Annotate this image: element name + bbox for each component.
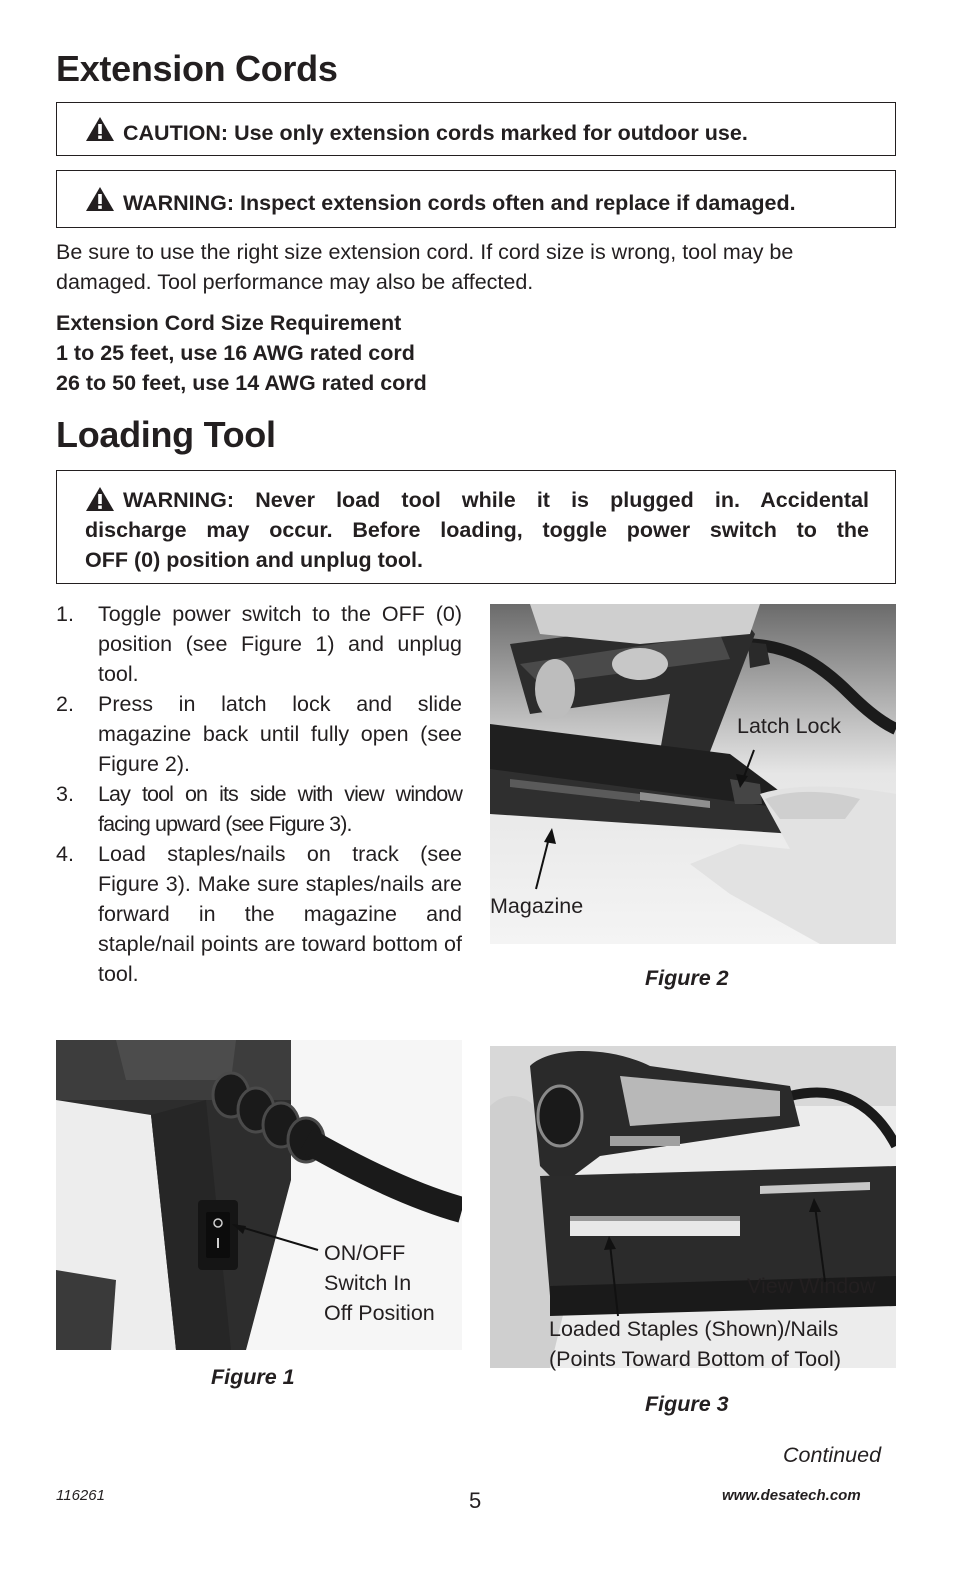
loading-warning-line: WARNING: Never load tool while it is plu…	[85, 485, 869, 515]
step-text: Lay tool on its side with view window fa…	[98, 782, 463, 836]
loaded-staples-label-line-2: (Points Toward Bottom of Tool)	[549, 1347, 841, 1371]
size-requirement-row: 1 to 25 feet, use 16 AWG rated cord	[56, 341, 415, 365]
step-number: 2.	[56, 692, 74, 716]
loading-warning: WARNING: Never load tool while it is plu…	[85, 485, 869, 575]
doc-number: 116261	[56, 1487, 105, 1504]
figure-3-photo	[490, 1046, 896, 1368]
warning-text-cords: WARNING: Inspect extension cords often a…	[123, 191, 796, 215]
figure-1-caption: Figure 1	[211, 1365, 295, 1389]
loading-warning-line: discharge may occur. Before loading, tog…	[85, 518, 869, 542]
warning-line: WARNING: Inspect extension cords often a…	[85, 186, 796, 216]
loading-warning-text: WARNING: Never load tool while it is plu…	[123, 488, 869, 512]
section-heading-extension-cords: Extension Cords	[56, 48, 338, 89]
caution-box: CAUTION: Use only extension cords marked…	[56, 102, 896, 156]
extension-body-line: damaged. Tool performance may also be af…	[56, 270, 534, 294]
view-window-label: View Window	[747, 1274, 876, 1298]
step-number: 4.	[56, 842, 74, 866]
figure-1-photo	[56, 1040, 462, 1350]
list-item: 1. Toggle power switch to the OFF (0) po…	[56, 599, 462, 689]
list-item: 4. Load staples/nails on track (see Figu…	[56, 839, 462, 989]
loaded-staples-label-line-1: Loaded Staples (Shown)/Nails	[549, 1317, 839, 1341]
step-number: 1.	[56, 602, 74, 626]
list-item: 3. Lay tool on its side with view window…	[56, 779, 463, 839]
size-requirement-row: 26 to 50 feet, use 14 AWG rated cord	[56, 371, 427, 395]
warning-box-loading: WARNING: Never load tool while it is plu…	[56, 470, 896, 584]
extension-body-line: Be sure to use the right size extension …	[56, 240, 794, 264]
latch-lock-label: Latch Lock	[737, 714, 841, 738]
switch-label-line-2: Switch In	[324, 1271, 412, 1295]
size-requirement-title: Extension Cord Size Requirement	[56, 311, 402, 335]
warning-triangle-icon	[86, 117, 114, 141]
step-number: 3.	[56, 782, 74, 806]
extension-body: Be sure to use the right size extension …	[56, 237, 906, 297]
loading-warning-line: OFF (0) position and unplug tool.	[85, 548, 423, 572]
size-requirements: Extension Cord Size Requirement 1 to 25 …	[56, 308, 427, 398]
list-item: 2. Press in latch lock and slide magazin…	[56, 689, 462, 779]
figure-2-photo	[490, 604, 896, 944]
figure-3-caption: Figure 3	[645, 1392, 729, 1416]
figure-2-caption: Figure 2	[645, 966, 729, 990]
step-text: Load staples/nails on track (see Figure …	[98, 842, 462, 986]
warning-triangle-icon	[86, 487, 114, 511]
warning-triangle-icon	[86, 187, 114, 211]
warning-box-cords: WARNING: Inspect extension cords often a…	[56, 170, 896, 228]
page-number: 5	[469, 1488, 482, 1513]
caution-line: CAUTION: Use only extension cords marked…	[85, 116, 748, 146]
switch-label-line-1: ON/OFF	[324, 1241, 406, 1265]
step-text: Press in latch lock and slide magazine b…	[98, 692, 462, 776]
magazine-label: Magazine	[490, 894, 584, 918]
step-text: Toggle power switch to the OFF (0) posit…	[98, 602, 462, 686]
section-heading-loading-tool: Loading Tool	[56, 414, 276, 455]
caution-text: CAUTION: Use only extension cords marked…	[123, 121, 748, 145]
switch-label-line-3: Off Position	[324, 1301, 435, 1325]
website-link[interactable]: www.desatech.com	[722, 1487, 861, 1504]
continued-label: Continued	[783, 1443, 882, 1467]
